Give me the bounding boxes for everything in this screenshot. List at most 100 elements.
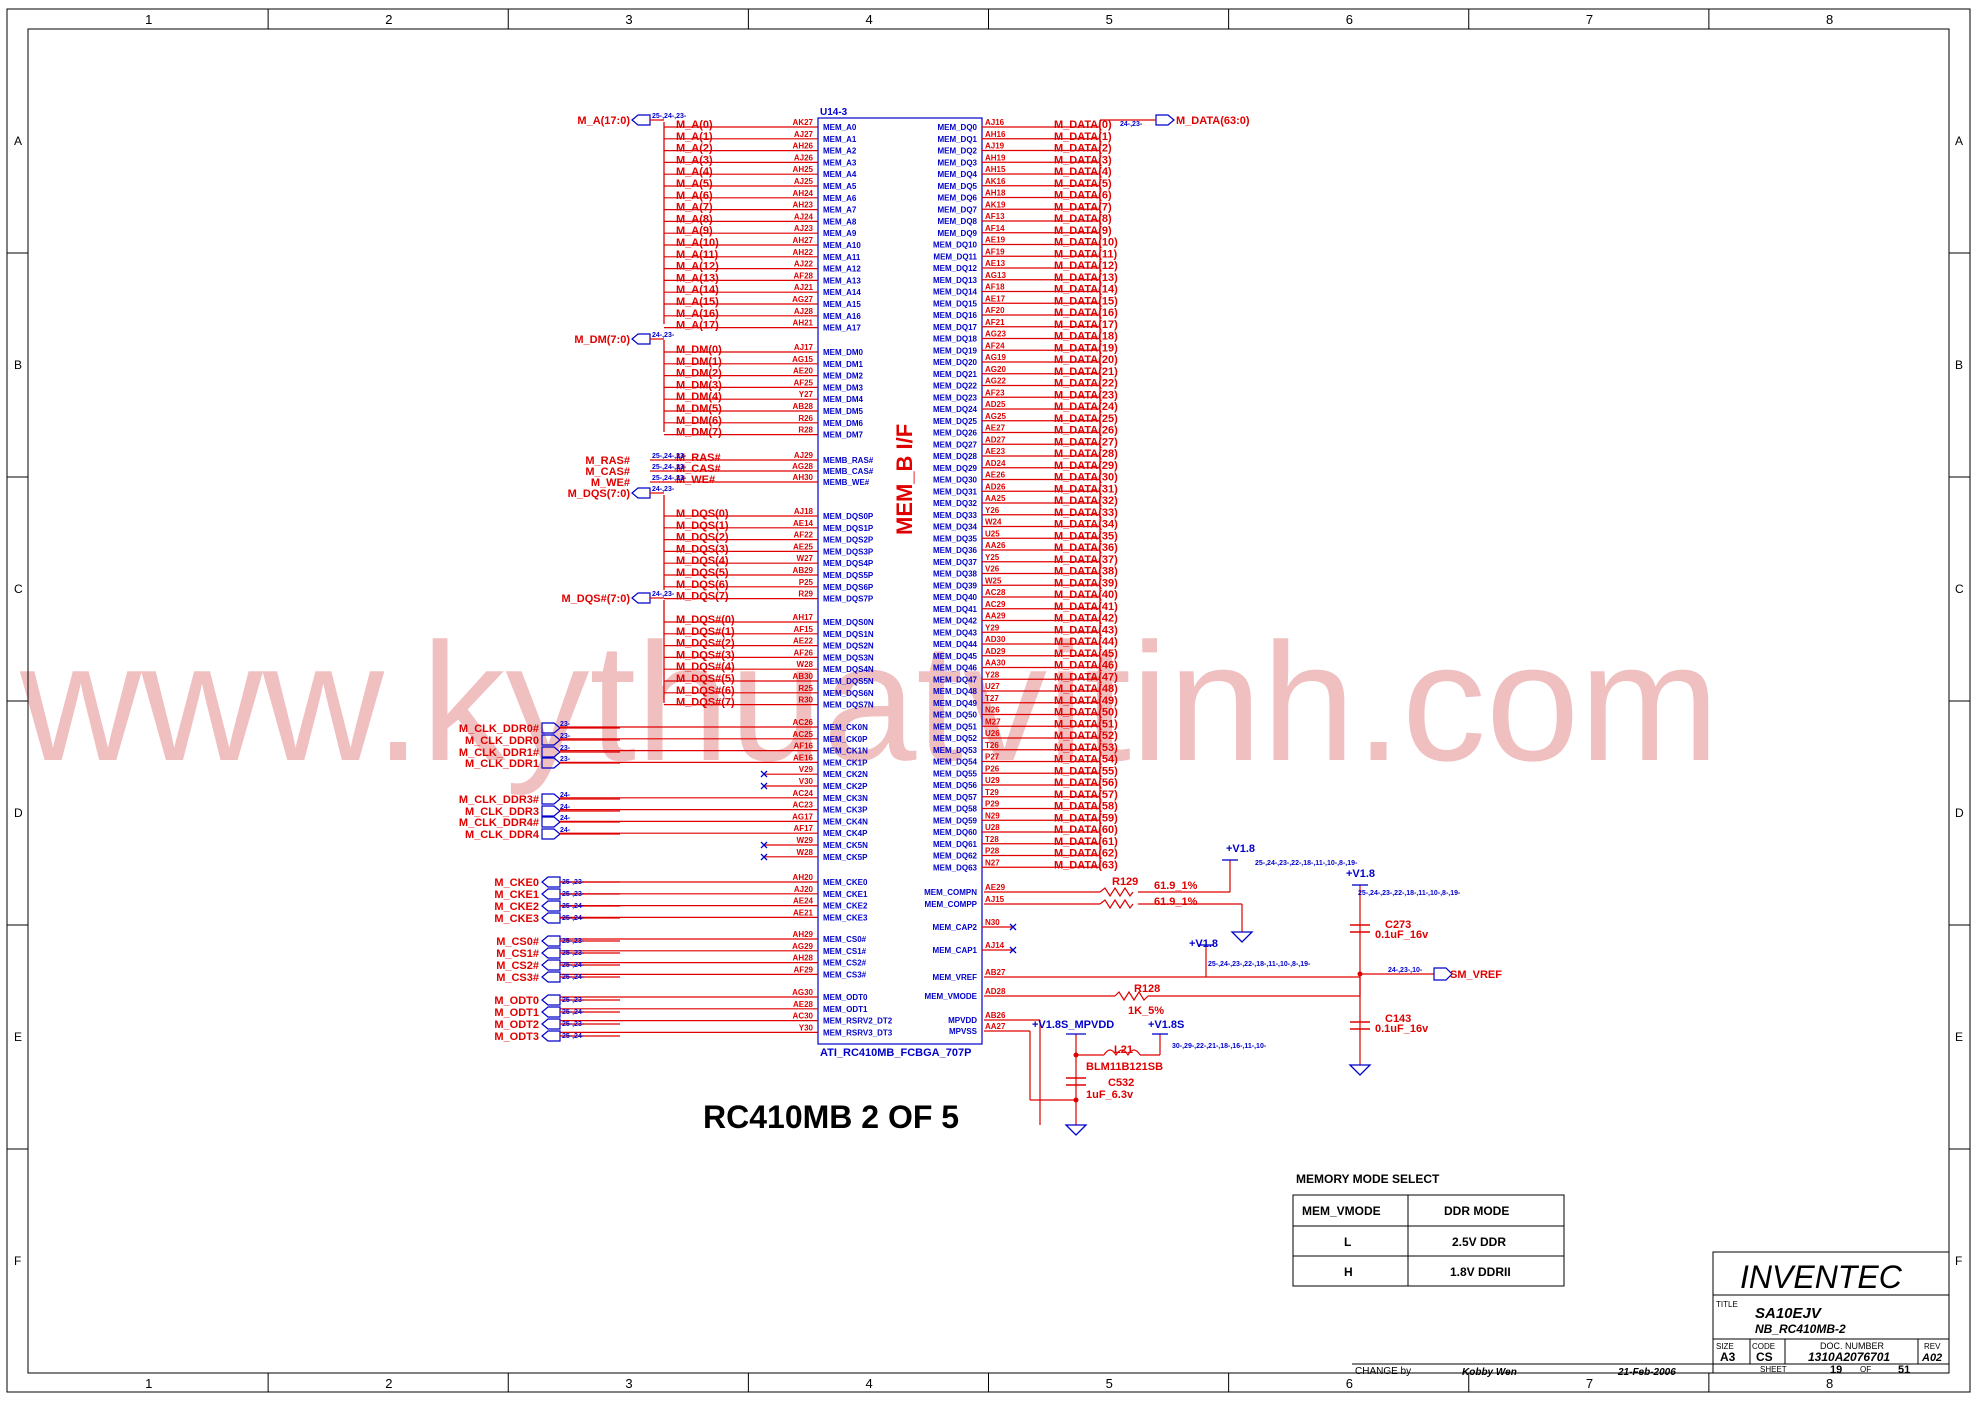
net-label: M_DATA(62) xyxy=(1054,848,1118,860)
power-v18-label: +V1.8 xyxy=(1226,843,1255,855)
doc-label: DOC. NUMBER xyxy=(1820,1341,1885,1351)
net-label: M_DATA(11) xyxy=(1054,248,1117,260)
pin-name: MEM_A8 xyxy=(823,217,857,226)
pin-ball: AF15 xyxy=(793,625,813,634)
pin-name: MEM_DQ18 xyxy=(933,335,978,344)
power-v18s-refs: 30-,29-,22-,21-,18-,16-,11-,10- xyxy=(1172,1043,1267,1050)
pin-name: MEM_CKE3 xyxy=(823,913,868,922)
net-label: M_DATA(47) xyxy=(1054,671,1118,683)
doc-value: 1310A2076701 xyxy=(1808,1350,1890,1364)
bus-name: M_DQS#(7:0) xyxy=(562,593,631,605)
power-v18b-refs: 25-,24-,23-,22-,18-,11-,10-,8-,19- xyxy=(1358,890,1461,897)
bus-refs: 25-,24-,23- xyxy=(652,453,687,460)
pin-ball: AJ23 xyxy=(794,224,814,233)
power-v18b-label: +V1.8 xyxy=(1346,868,1375,880)
net-label: M_DATA(0) xyxy=(1054,119,1112,131)
net-label: M_DATA(55) xyxy=(1054,765,1118,777)
watermark: www.kythuatvitinh.com xyxy=(19,608,1719,796)
pin-ball: AH30 xyxy=(793,473,814,482)
pin-name: MEM_DM6 xyxy=(823,419,864,428)
bus-port-m_dqs: M_DQS(7:0)24-,23- xyxy=(568,486,675,500)
offpage-connector-icon xyxy=(541,793,561,805)
pin-name: MEM_CK3P xyxy=(823,806,868,815)
offpage-connector-icon xyxy=(541,947,561,959)
net-label: M_DQS#(5) xyxy=(676,673,735,685)
pin-name: MEM_A2 xyxy=(823,147,857,156)
pin-ball: P27 xyxy=(985,753,1000,762)
pin-ball: U27 xyxy=(985,682,1000,691)
net-label: M_DQS(6) xyxy=(676,579,729,591)
pin-name: MEM_DQ58 xyxy=(933,805,978,814)
pin-name: MEM_CS0# xyxy=(823,935,867,944)
frame-row-right: D xyxy=(1955,806,1964,820)
clock-refs: 23- xyxy=(560,721,571,728)
net-label: M_A(10) xyxy=(676,237,719,249)
control-refs: 25-,24- xyxy=(562,903,585,910)
offpage-connector-icon xyxy=(1155,114,1175,126)
frame-col-top: 3 xyxy=(625,12,632,27)
chip-refdes: U14-3 xyxy=(820,107,848,118)
pin-name: MEM_DQS4N xyxy=(823,665,874,674)
pin-ball: AH26 xyxy=(793,142,814,151)
pin-name: MEM_CK4P xyxy=(823,829,868,838)
net-label: M_DATA(3) xyxy=(1054,154,1112,166)
pin-name: MPVDD xyxy=(948,1016,977,1025)
bus-port-m_data: M_DATA(63:0)24-,23- xyxy=(1100,114,1250,128)
pin-ball: AC25 xyxy=(793,730,814,739)
pin-name: MEM_DQ17 xyxy=(933,323,978,332)
pin-name: MEMB_WE# xyxy=(823,478,870,487)
pin-ball: AA26 xyxy=(985,541,1006,550)
pin-ball: T29 xyxy=(985,788,999,797)
pin-name: MEM_A12 xyxy=(823,265,861,274)
net-label: M_DATA(63) xyxy=(1054,859,1118,871)
net-label: M_DATA(30) xyxy=(1054,472,1118,484)
pin-ball: AE19 xyxy=(985,236,1006,245)
net-label: M_DQS#(6) xyxy=(676,685,735,697)
bus-name: M_CAS# xyxy=(585,466,630,478)
net-label: M_DM(4) xyxy=(676,391,722,403)
control-net: M_CS3# xyxy=(496,972,539,984)
bus-port-m_we: M_WE#25-,24-,23- xyxy=(591,475,687,489)
bus-port-m_cas: M_CAS#25-,24-,23- xyxy=(585,464,687,478)
frame-col-top: 8 xyxy=(1826,12,1833,27)
sm-vref-port xyxy=(1433,967,1453,981)
net-label: M_DATA(46) xyxy=(1054,660,1118,672)
pin-ball: AE13 xyxy=(985,259,1006,268)
pin-ball: AH19 xyxy=(985,153,1006,162)
offpage-connector-icon xyxy=(541,994,561,1006)
r128-ref: R128 xyxy=(1134,983,1160,995)
pin-name: MEM_DQ13 xyxy=(933,276,978,285)
offpage-connector-icon xyxy=(541,959,561,971)
pin-ball: AF22 xyxy=(793,531,813,540)
code-label: CODE xyxy=(1752,1342,1775,1351)
pin-name: MEM_DQ1 xyxy=(937,135,977,144)
offpage-connector-icon xyxy=(541,828,561,840)
no-connect-markers xyxy=(760,770,1017,954)
pin-name: MEM_DQ61 xyxy=(933,840,978,849)
clock-refs: 23- xyxy=(560,756,571,763)
pin-ball: AC30 xyxy=(793,1012,814,1021)
pin-name: MEM_DQ49 xyxy=(933,699,978,708)
offpage-connector-icon xyxy=(631,333,651,345)
